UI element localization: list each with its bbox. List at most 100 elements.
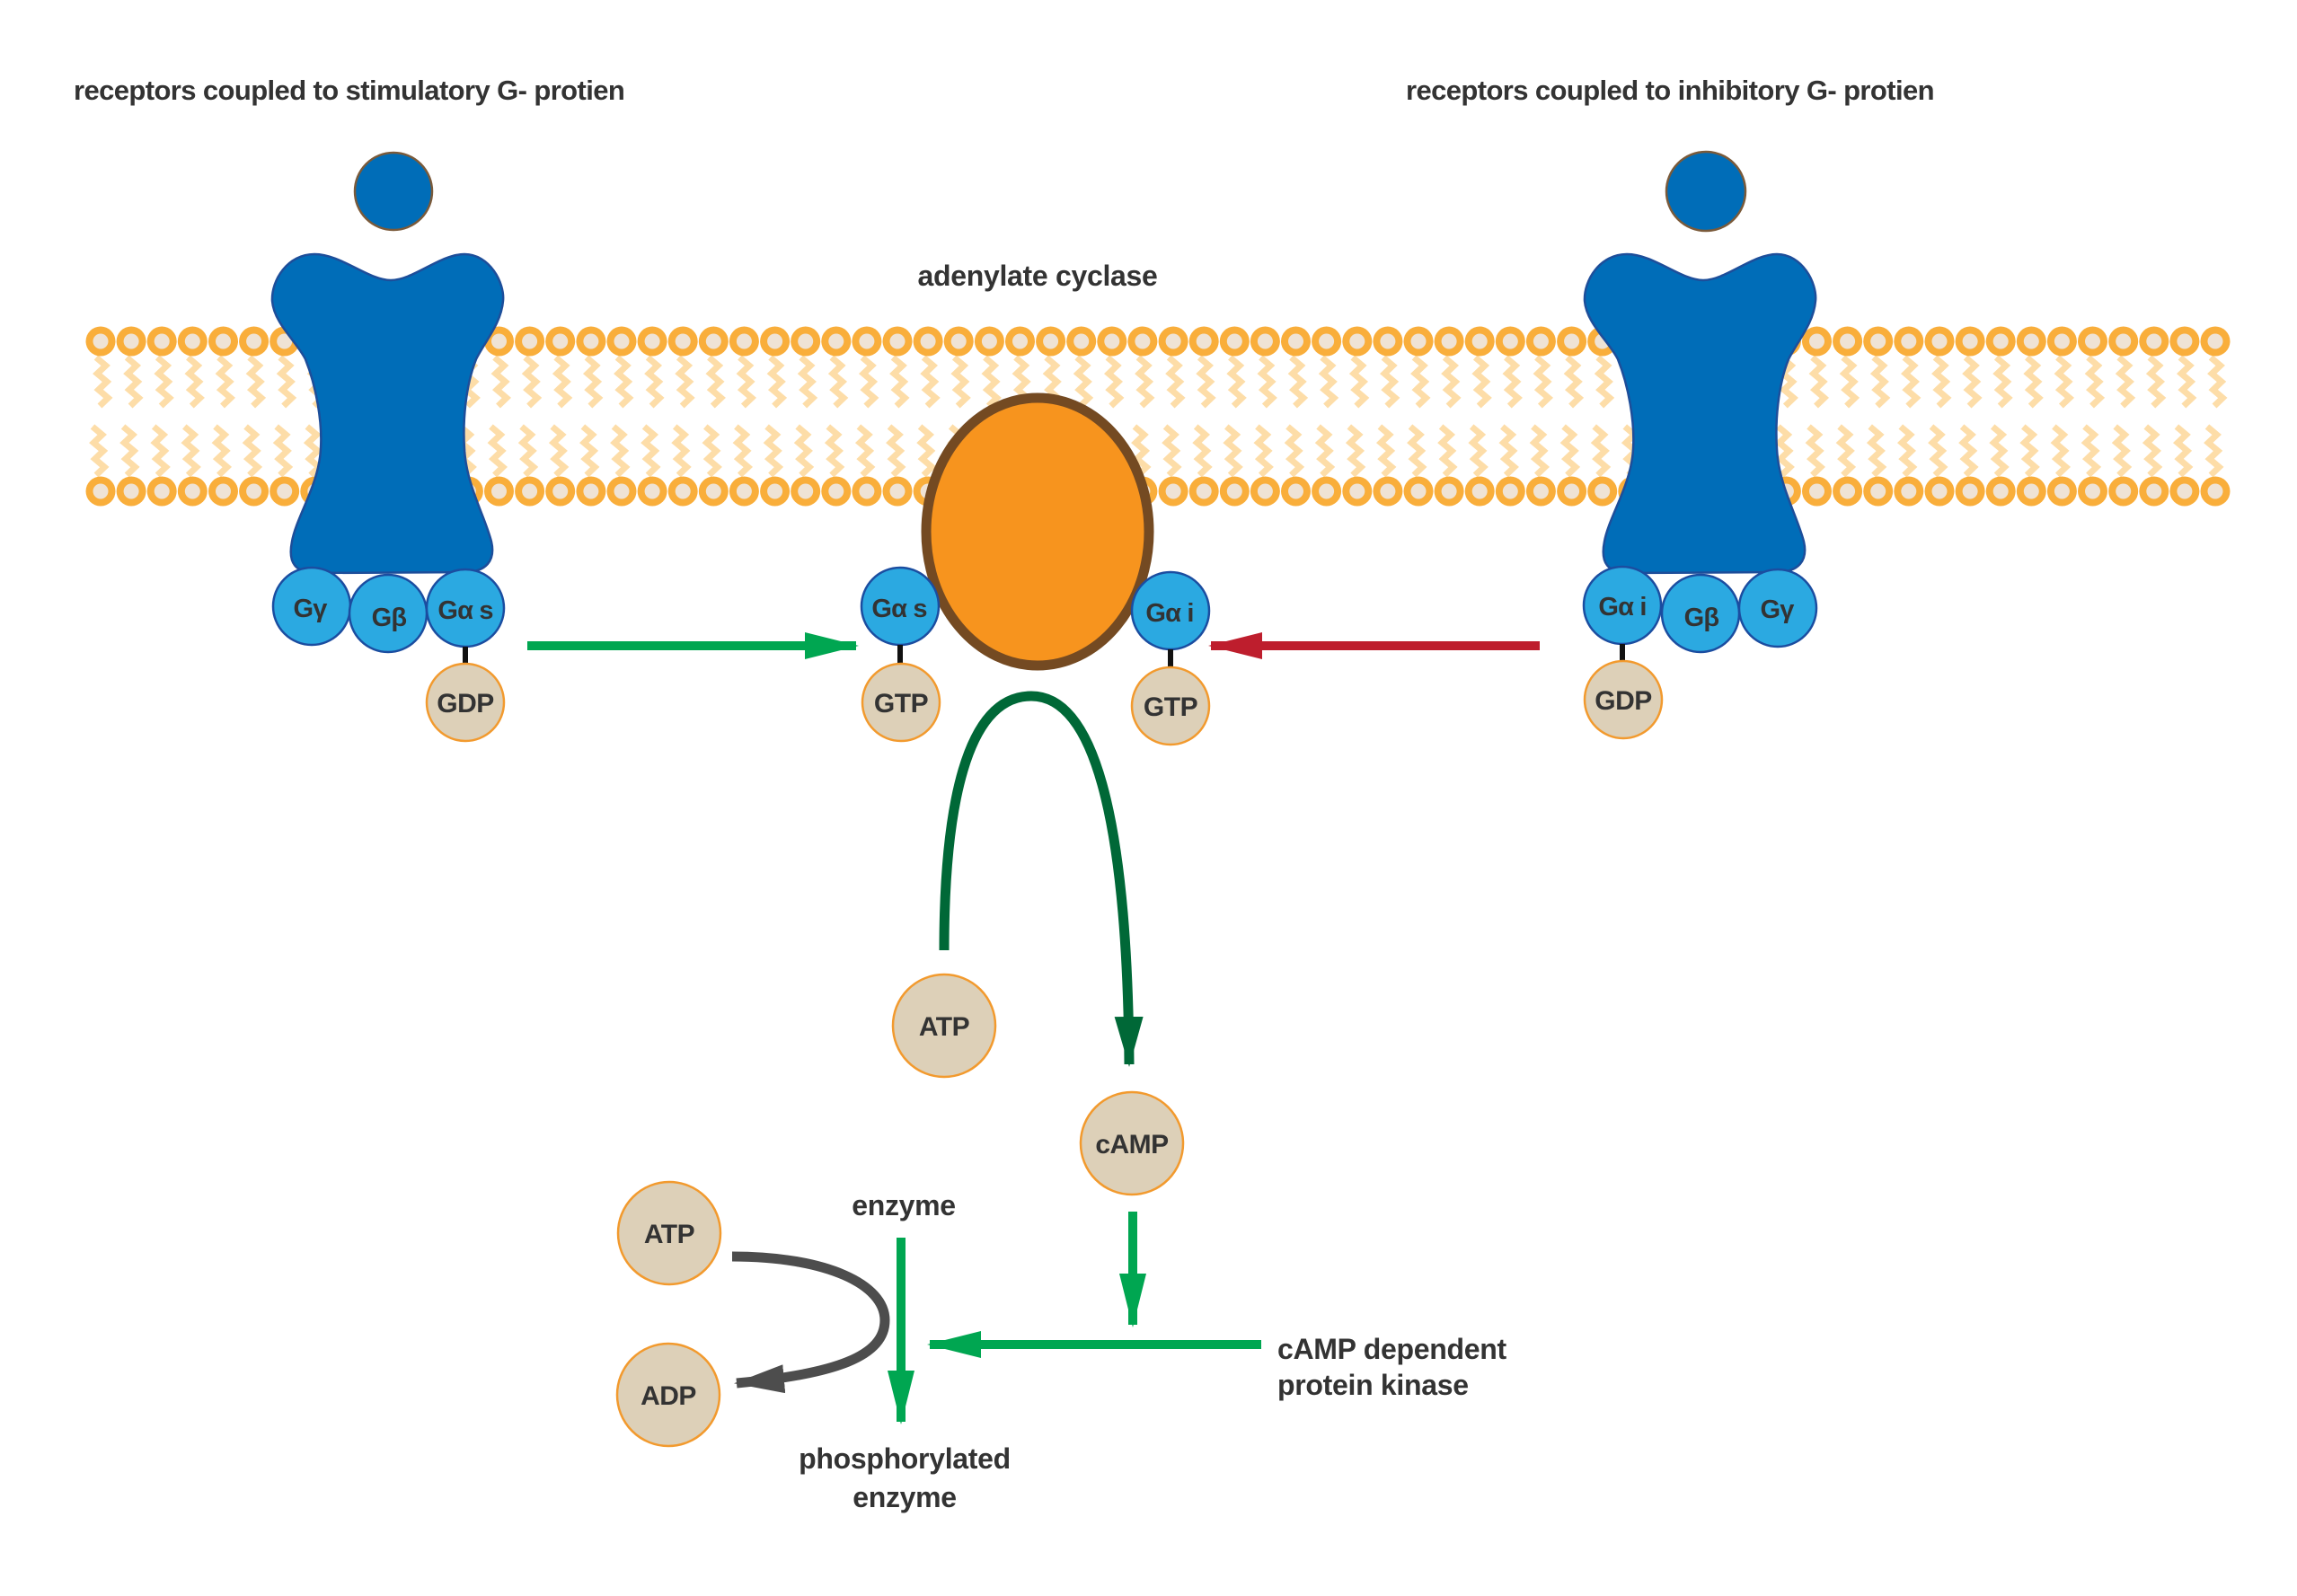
lipid-tail: [1989, 424, 2010, 478]
lipid-tail: [610, 424, 631, 478]
stimulatory-ligand[interactable]: [353, 151, 434, 232]
lipid-tail: [456, 424, 477, 478]
g-alpha-i-label: Gα i: [1598, 593, 1646, 622]
lipid-tail: [1103, 355, 1125, 409]
gtp-label-left: GTP: [874, 689, 928, 719]
phospholipid-head-core: [1257, 333, 1273, 349]
gdp-label-stim: GDP: [437, 689, 494, 719]
lipid-tail: [1498, 424, 1519, 478]
lipid-tail: [1533, 355, 1554, 409]
stimulatory-receptor-title: receptors coupled to stimulatory G- prot…: [74, 75, 624, 106]
g-gamma-label-inhib: Gγ: [1760, 595, 1795, 624]
lipid-tail: [490, 355, 512, 409]
lipid-tail: [1839, 355, 1860, 409]
lipid-tail: [123, 355, 144, 409]
lipid-tail: [2050, 424, 2072, 478]
atp-label-top: ATP: [919, 1012, 969, 1042]
gdp-molecule-inhib[interactable]: [1583, 659, 1664, 740]
phospholipid-head-core: [1962, 483, 1978, 499]
phospholipid-head-core: [154, 483, 170, 499]
lipid-tail: [1992, 355, 2013, 409]
phospholipid-head-core: [1931, 333, 1948, 349]
phospholipid-head-core: [1257, 483, 1273, 499]
lipid-tail: [1073, 355, 1094, 409]
inhibitory-receptor-title: receptors coupled to inhibitory G- proti…: [1406, 75, 1934, 106]
phospholipid-head-core: [216, 333, 231, 349]
gtp-molecule-left[interactable]: [861, 662, 941, 743]
adenylate-cyclase-enzyme[interactable]: [921, 392, 1154, 671]
gtp-molecule-right[interactable]: [1130, 666, 1211, 746]
lipid-tail: [119, 424, 140, 478]
phospholipid-head-core: [1441, 333, 1457, 349]
phospholipid-head-core: [184, 333, 200, 349]
g-gamma-subunit-inhib[interactable]: [1737, 568, 1818, 648]
lipid-tail: [858, 355, 879, 409]
phospholipid-head-core: [1992, 483, 2009, 499]
lipid-tail: [641, 424, 661, 478]
inhibitory-receptor[interactable]: [1583, 252, 1817, 575]
lipid-tail: [211, 424, 233, 478]
phospholipid-head-core: [1840, 333, 1856, 349]
lipid-tail: [2023, 355, 2044, 409]
phospholipid-head-core: [2054, 483, 2070, 499]
lipid-tail: [1437, 424, 1458, 478]
phosphorylated-label-line2: enzyme: [853, 1481, 957, 1513]
atp-molecule-bottom[interactable]: [616, 1180, 722, 1286]
lipid-tail: [93, 355, 113, 409]
lipid-tail: [242, 424, 263, 478]
lipid-tail: [1928, 424, 1948, 478]
lipid-tail: [2081, 424, 2102, 478]
phospholipid-head-core: [123, 483, 139, 499]
phospholipid-head-core: [1533, 483, 1549, 499]
adenylate-cyclase-group: Gα s GTP Gα i GTP: [860, 392, 1211, 746]
phospholipid-head-core: [889, 483, 906, 499]
phospholipid-head-core: [1870, 333, 1886, 349]
phospholipid-head-core: [1840, 483, 1856, 499]
phospholipid-head-core: [2207, 333, 2223, 349]
phospholipid-head-core: [644, 483, 660, 499]
camp-molecule[interactable]: [1079, 1090, 1185, 1196]
inhibitory-ligand[interactable]: [1665, 150, 1747, 233]
lipid-tail: [2176, 355, 2197, 409]
g-beta-label: Gβ: [372, 604, 407, 632]
stimulatory-receptor[interactable]: [270, 252, 505, 575]
phospholipid-head-core: [246, 483, 262, 499]
lipid-tail: [1900, 355, 1922, 409]
lipid-tail: [1962, 355, 1983, 409]
phospholipid-head-core: [1410, 483, 1427, 499]
lipid-tail: [487, 424, 508, 478]
lipid-tail: [1135, 355, 1155, 409]
lipid-tail: [1594, 355, 1615, 409]
lipid-tail: [1253, 424, 1274, 478]
kinase-label-line1: cAMP dependent: [1277, 1333, 1506, 1365]
phospholipid-head-core: [2116, 333, 2132, 349]
lipid-tail: [548, 424, 570, 478]
phospholipid-head-core: [2177, 483, 2193, 499]
lipid-tail: [1529, 424, 1550, 478]
phospholipid-head-core: [736, 483, 752, 499]
lipid-tail: [184, 355, 205, 409]
lipid-tail: [1257, 355, 1277, 409]
phospholipid-head-core: [675, 333, 691, 349]
gdp-molecule-stim[interactable]: [425, 662, 506, 743]
atp-molecule-top[interactable]: [891, 973, 997, 1079]
phospholipid-head-core: [1104, 333, 1120, 349]
gdp-label-inhib: GDP: [1595, 686, 1652, 716]
g-alpha-i-bound-label: Gα i: [1145, 599, 1193, 628]
adp-molecule[interactable]: [615, 1342, 721, 1448]
phospholipid-head-core: [859, 333, 875, 349]
phospholipid-head-core: [1502, 483, 1518, 499]
lipid-tail: [2019, 424, 2040, 478]
lipid-tail: [793, 424, 815, 478]
phospholipid-head-core: [1471, 483, 1488, 499]
phospholipid-head-core: [491, 333, 507, 349]
phospholipid-head-core: [1319, 333, 1335, 349]
phospholipid-head-core: [2207, 483, 2223, 499]
phospholipid-head-core: [1901, 333, 1917, 349]
phospholipid-head-core: [1196, 483, 1212, 499]
phospholipid-head-core: [889, 333, 906, 349]
lipid-tail: [517, 424, 539, 478]
phospholipid-head-core: [1196, 333, 1212, 349]
lipid-tail: [889, 355, 910, 409]
